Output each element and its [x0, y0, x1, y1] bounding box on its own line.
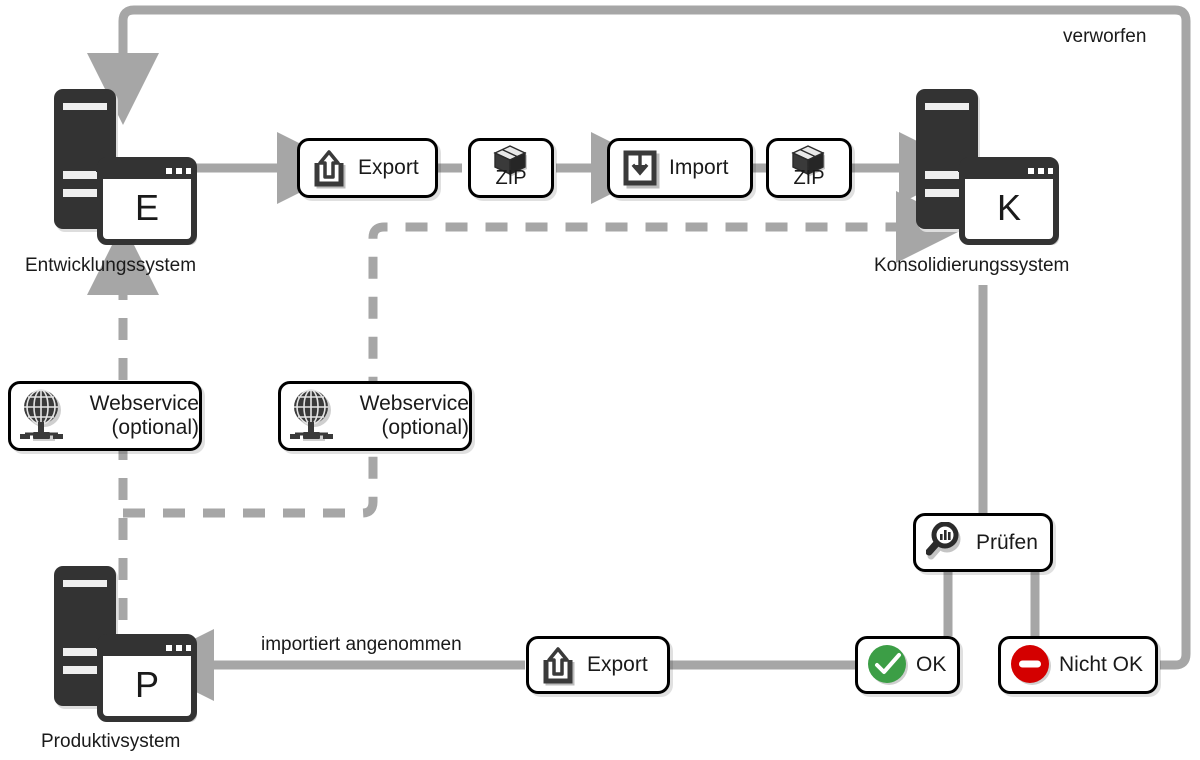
node-label-zip-1: ZIP	[495, 167, 527, 189]
magnifier-chart-icon	[926, 521, 968, 564]
system-badge-dev: E	[135, 187, 159, 228]
edge-label-importiert-angenommen: importiert angenommen	[261, 634, 462, 655]
globe-network-icon	[17, 388, 69, 444]
node-zip-2[interactable]: ZIP	[766, 138, 852, 198]
globe-network-icon	[287, 388, 339, 444]
minus-circle-red-icon	[1009, 643, 1053, 687]
node-ok[interactable]: OK	[855, 636, 960, 694]
system-caption-konsolidierungssystem: Konsolidierungssystem	[874, 255, 1070, 276]
node-pruefen[interactable]: Prüfen	[913, 513, 1053, 572]
system-entwicklungssystem[interactable]: E	[50, 86, 200, 251]
window-badge-icon: E	[97, 157, 197, 245]
window-badge-icon: K	[959, 157, 1059, 245]
system-konsolidierungssystem[interactable]: K	[912, 86, 1062, 251]
system-produktivsystem[interactable]: P	[50, 563, 200, 728]
node-webservice-1[interactable]: Webservice (optional)	[8, 381, 202, 451]
node-webservice-2[interactable]: Webservice (optional)	[278, 381, 472, 451]
node-label-zip-2: ZIP	[793, 167, 825, 189]
export-tray-up-icon	[310, 147, 348, 189]
system-caption-entwicklungssystem: Entwicklungssystem	[25, 255, 197, 276]
node-label-pruefen: Prüfen	[976, 530, 1038, 554]
import-tray-down-icon	[620, 147, 660, 189]
system-badge-prod: P	[135, 664, 159, 705]
node-label-nicht-ok: Nicht OK	[1059, 653, 1144, 677]
system-caption-produktivsystem: Produktivsystem	[41, 731, 181, 752]
edge-webservice-dev-to-cons-dashed	[123, 191, 968, 518]
node-export-2[interactable]: Export	[526, 636, 670, 694]
package-box-icon	[769, 145, 849, 177]
export-tray-up-icon	[539, 644, 577, 686]
node-label-ok: OK	[916, 653, 947, 677]
node-label-import-1: Import	[669, 156, 729, 180]
node-label-export-1: Export	[358, 156, 419, 180]
window-badge-icon: P	[97, 634, 197, 722]
node-import-1[interactable]: Import	[607, 138, 753, 198]
node-label-export-2: Export	[587, 653, 648, 677]
node-zip-1[interactable]: ZIP	[468, 138, 554, 198]
package-box-icon	[471, 145, 551, 177]
system-badge-cons: K	[997, 187, 1021, 228]
node-export-1[interactable]: Export	[297, 138, 438, 198]
edge-verworfen-loop	[87, 5, 1191, 670]
node-label-webservice-1: Webservice (optional)	[89, 392, 199, 439]
node-label-webservice-2: Webservice (optional)	[359, 392, 469, 439]
check-circle-green-icon	[866, 643, 910, 687]
node-nicht-ok[interactable]: Nicht OK	[998, 636, 1158, 694]
edge-label-verworfen: verworfen	[1063, 26, 1147, 47]
